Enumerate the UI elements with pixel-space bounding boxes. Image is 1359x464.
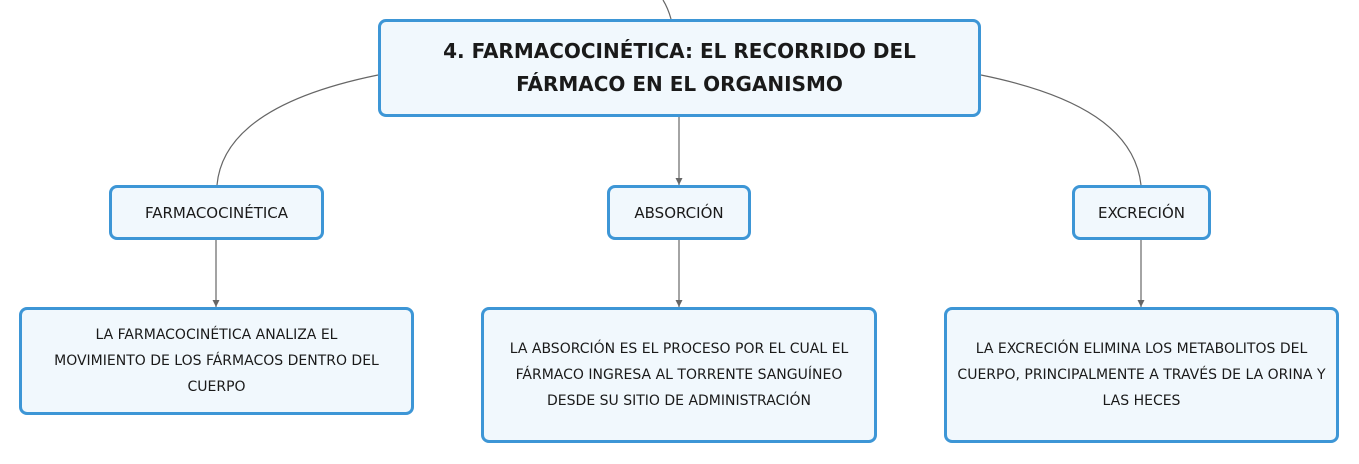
topic-node-absorcion[interactable]: ABSORCIÓN <box>607 185 751 240</box>
topic-node-farmacocinetica[interactable]: FARMACOCINÉTICA <box>109 185 324 240</box>
topic-label-excrecion: EXCRECIÓN <box>1098 203 1185 222</box>
root-topic-title: 4. FARMACOCINÉTICA: EL RECORRIDO DEL FÁR… <box>443 39 916 96</box>
detail-text-absorcion: LA ABSORCIÓN ES EL PROCESO POR EL CUAL E… <box>509 341 849 409</box>
detail-node-absorcion[interactable]: LA ABSORCIÓN ES EL PROCESO POR EL CUAL E… <box>481 307 877 443</box>
detail-text-excrecion: LA EXCRECIÓN ELIMINA LOS METABOLITOS DEL… <box>957 341 1326 409</box>
topic-label-absorcion: ABSORCIÓN <box>634 203 724 222</box>
detail-node-excrecion[interactable]: LA EXCRECIÓN ELIMINA LOS METABOLITOS DEL… <box>944 307 1339 443</box>
detail-text-farmacocinetica: LA FARMACOCINÉTICA ANALIZA EL MOVIMIENTO… <box>54 327 379 395</box>
connector-parent-to-root <box>662 0 672 20</box>
connector-root-to-farmacocinetica <box>216 74 379 186</box>
root-topic-node[interactable]: 4. FARMACOCINÉTICA: EL RECORRIDO DEL FÁR… <box>378 19 981 117</box>
topic-node-excrecion[interactable]: EXCRECIÓN <box>1072 185 1211 240</box>
connector-root-to-excrecion <box>980 74 1142 186</box>
detail-node-farmacocinetica[interactable]: LA FARMACOCINÉTICA ANALIZA EL MOVIMIENTO… <box>19 307 414 415</box>
topic-label-farmacocinetica: FARMACOCINÉTICA <box>144 203 289 222</box>
